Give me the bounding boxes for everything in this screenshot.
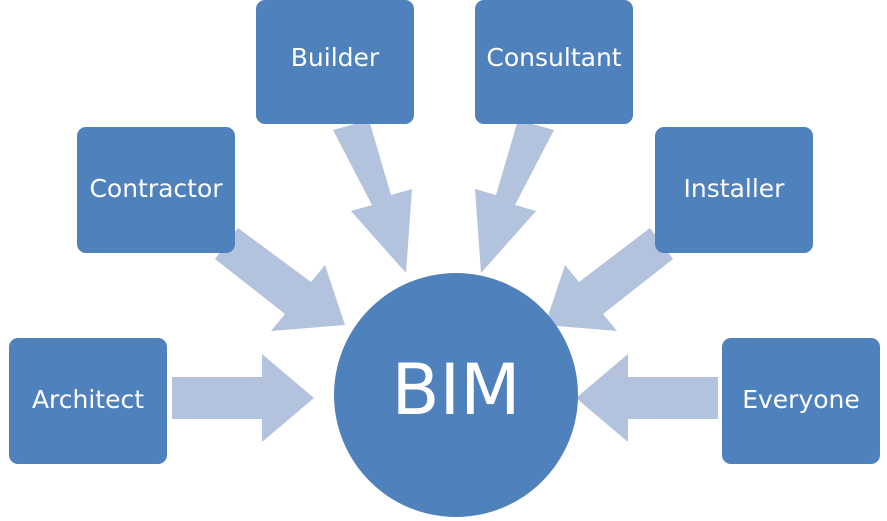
architect-node: Architect: [9, 338, 167, 464]
builder-label: Builder: [290, 42, 380, 72]
bim-center-label: BIM: [391, 349, 521, 431]
architect-label: Architect: [31, 384, 145, 414]
contractor-label: Contractor: [89, 173, 223, 203]
installer-label: Installer: [683, 173, 785, 203]
arrow-everyone-to-bim: [576, 354, 718, 442]
builder-node: Builder: [256, 0, 414, 124]
bim-center-node: BIM: [334, 273, 578, 517]
arrow-installer-to-bim: [545, 228, 673, 331]
consultant-label: Consultant: [486, 42, 622, 72]
arrow-builder-to-bim: [333, 120, 412, 273]
everyone-node: Everyone: [722, 338, 880, 464]
arrow-architect-to-bim: [172, 354, 314, 442]
consultant-node: Consultant: [475, 0, 633, 124]
installer-node: Installer: [655, 127, 813, 253]
arrow-consultant-to-bim: [475, 120, 554, 273]
everyone-label: Everyone: [742, 384, 860, 414]
contractor-node: Contractor: [77, 127, 235, 253]
arrow-contractor-to-bim: [215, 228, 345, 331]
